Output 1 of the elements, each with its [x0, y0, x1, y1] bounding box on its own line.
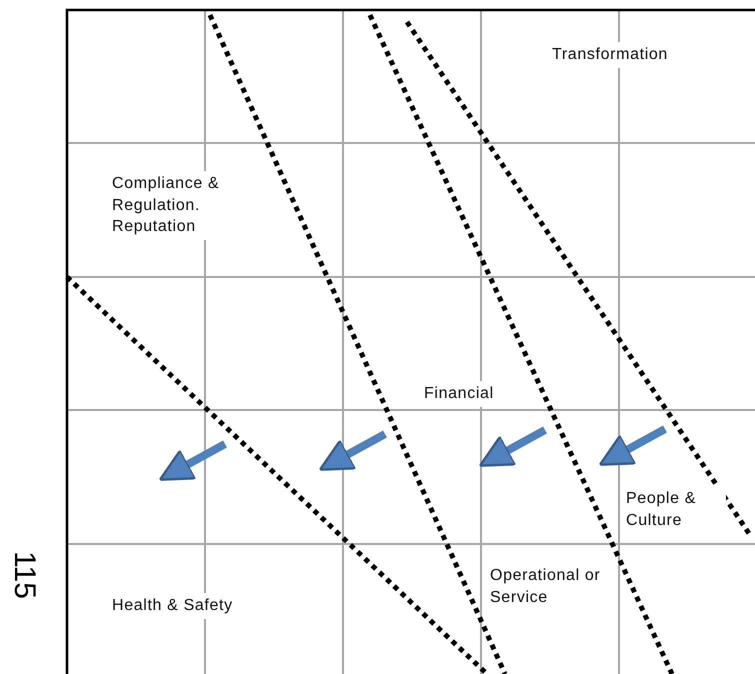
- page-number: 115: [9, 550, 39, 601]
